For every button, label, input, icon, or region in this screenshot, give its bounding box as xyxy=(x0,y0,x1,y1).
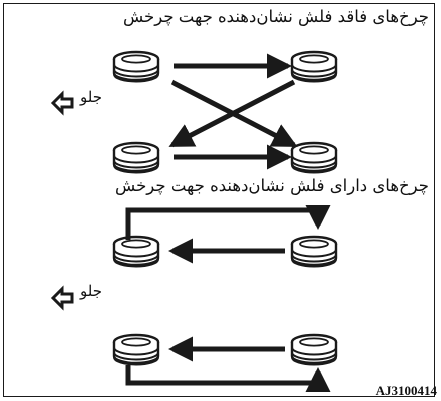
tire-front-dir-2 xyxy=(112,333,160,366)
figure-frame xyxy=(3,3,435,397)
title-directional-tires: چرخ‌های دارای فلش نشان‌دهنده جهت چرخش xyxy=(115,176,429,195)
tire-rear-dir-2 xyxy=(290,333,338,366)
front-label: جلو xyxy=(80,282,102,300)
arrow-front-to-rear-lower xyxy=(125,365,331,392)
figure-code: AJ3100414 xyxy=(375,383,437,398)
arrow-front-to-rear-upper xyxy=(125,205,331,240)
front-arrow-icon xyxy=(50,90,74,116)
front-arrow-icon xyxy=(50,285,74,311)
tire-front-dir-1 xyxy=(112,235,160,268)
arrow-diagonal-up xyxy=(168,79,296,148)
tire-front-left-1 xyxy=(112,141,160,174)
tire-rear-right-1 xyxy=(290,50,338,83)
title-non-directional-tires: چرخ‌های فاقد فلش نشان‌دهنده جهت چرخش xyxy=(122,7,429,26)
tire-rear-left-1 xyxy=(290,141,338,174)
tire-front-right-1 xyxy=(112,50,160,83)
front-label: جلو xyxy=(80,88,102,106)
tire-rear-dir-1 xyxy=(290,235,338,268)
